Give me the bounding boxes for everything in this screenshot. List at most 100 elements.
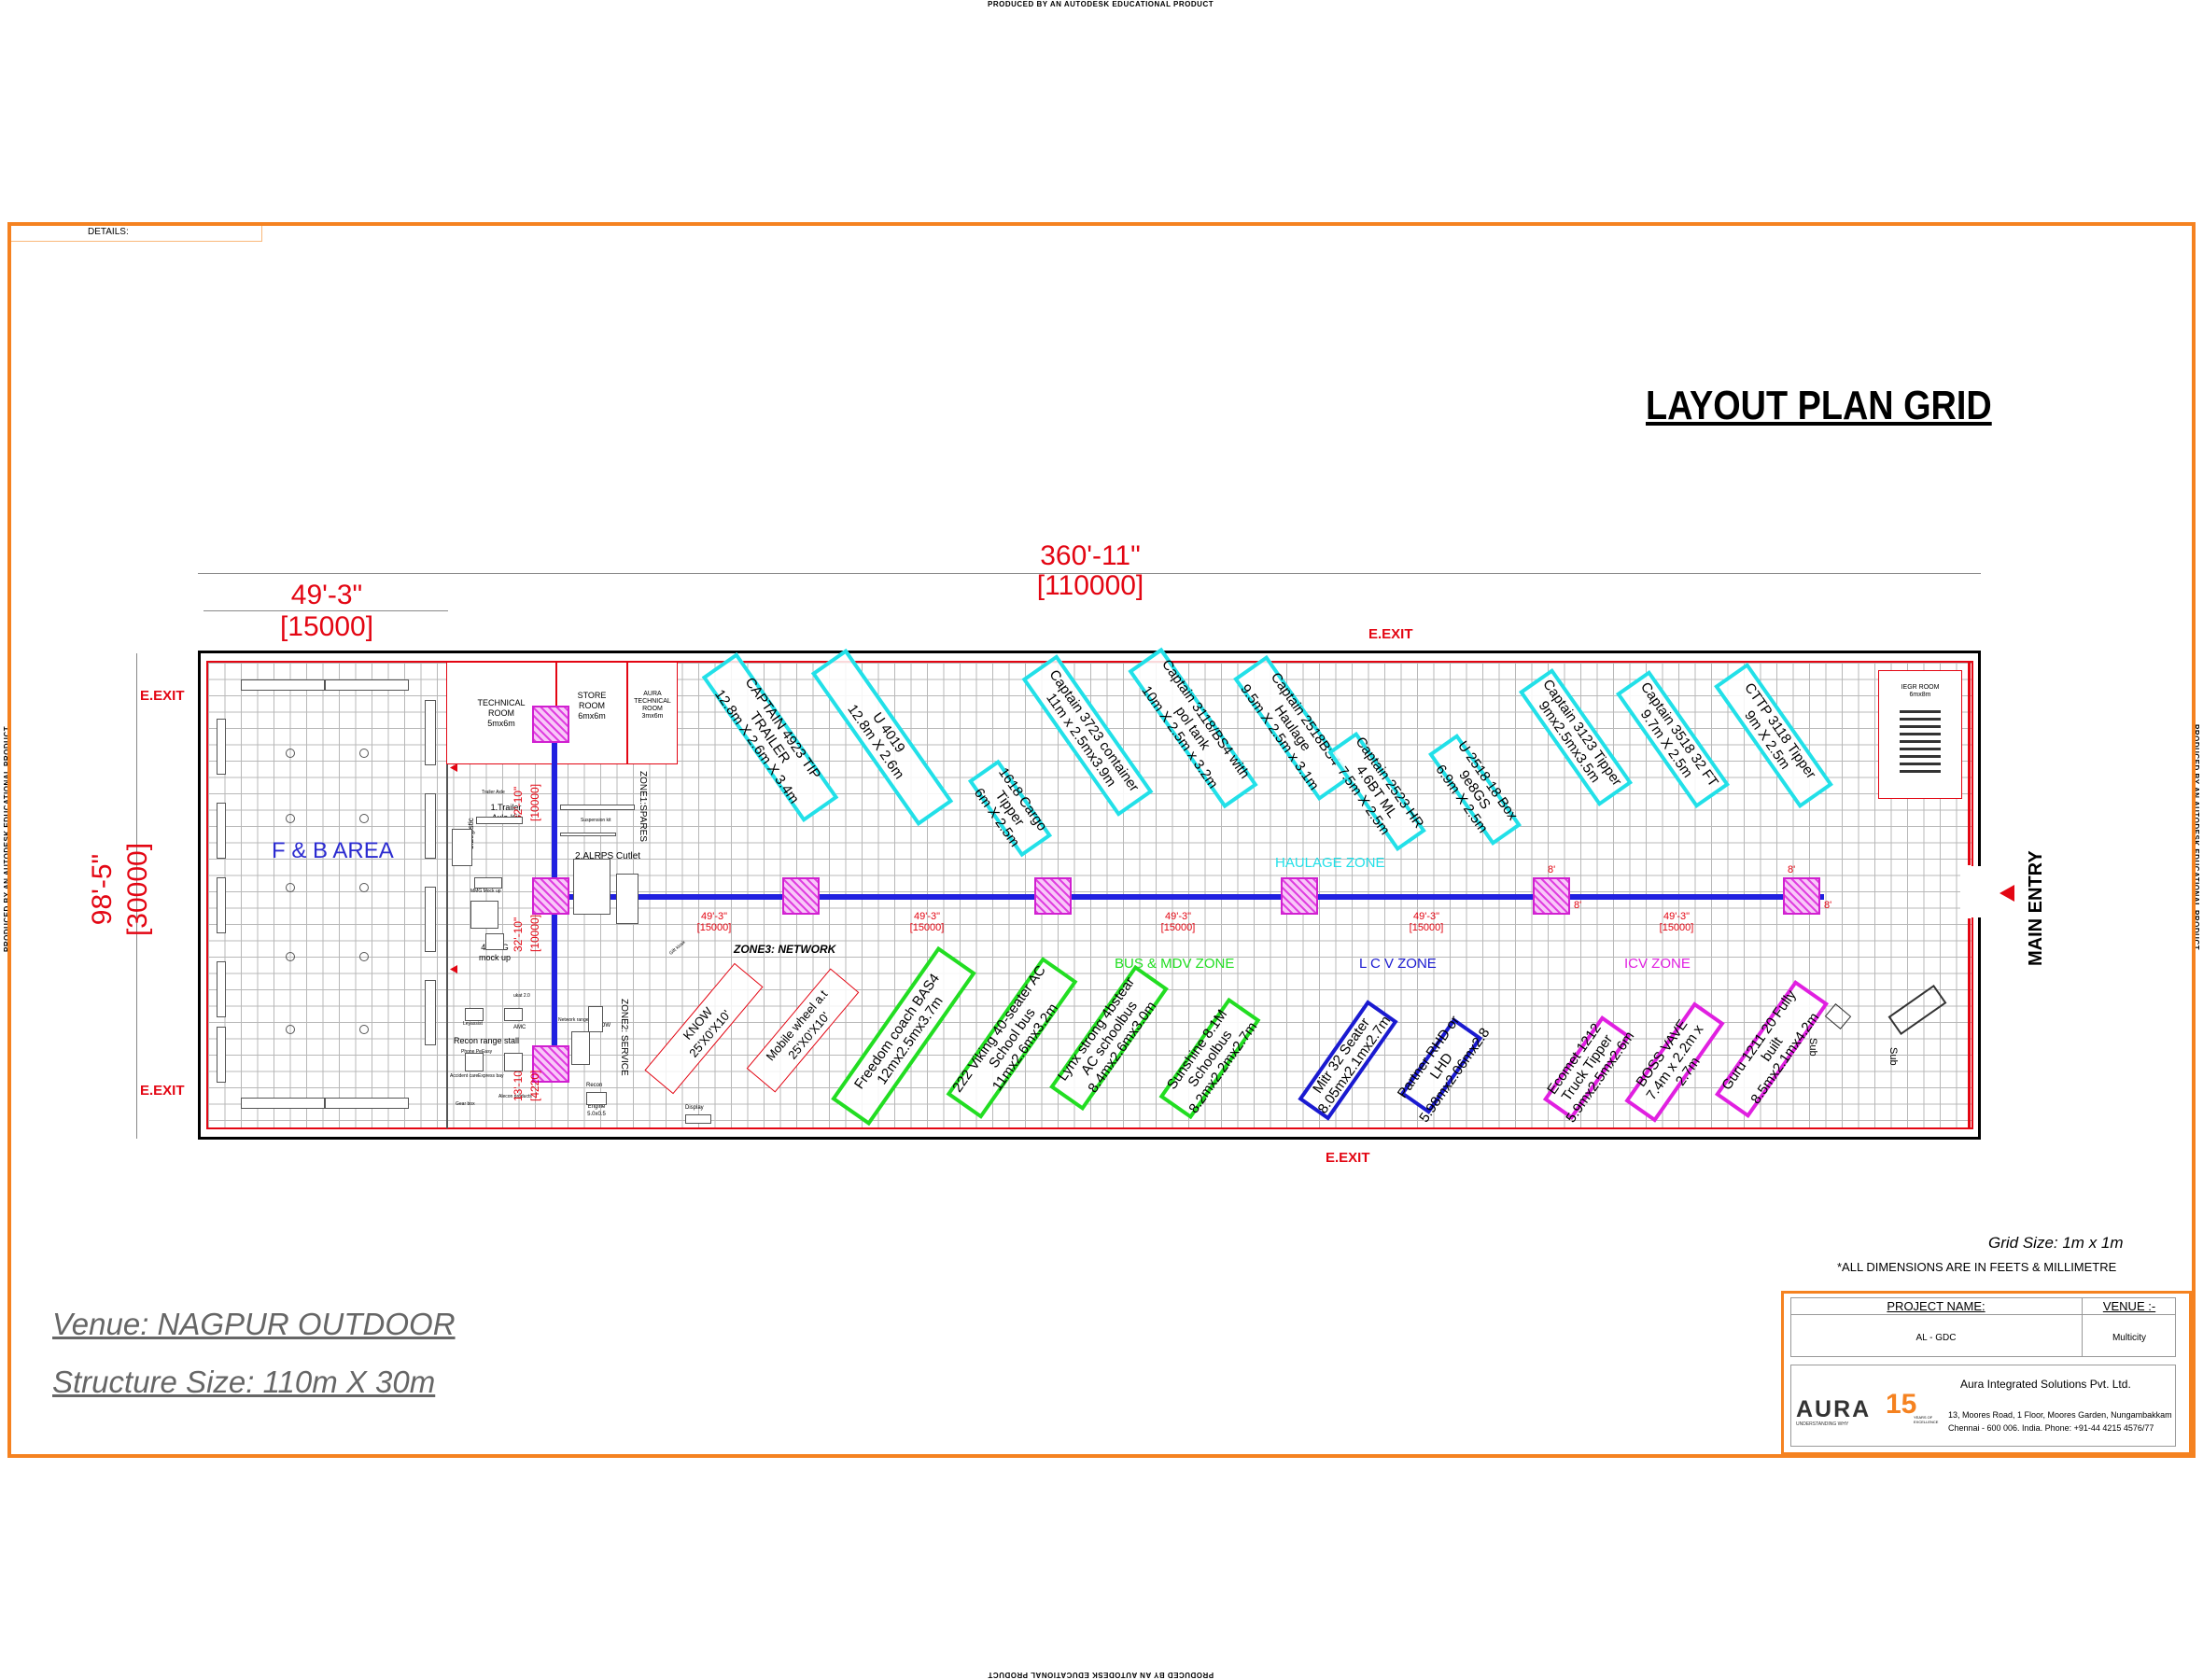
bus-mdv-zone-label: BUS & MDV ZONE: [1115, 956, 1235, 972]
fb-seat: [286, 749, 295, 758]
aura-room-l4: 3mx6m: [641, 713, 664, 720]
fb-table-row: [325, 1098, 409, 1109]
entry-wall-bottom: [1968, 918, 1971, 1129]
truss-small-dim: 8': [1574, 900, 1582, 911]
vertical-dim-label: 32'-10": [512, 917, 525, 952]
truss-segment-label: 49'-3"[15000]: [1389, 911, 1464, 933]
equipment-block: [476, 817, 523, 824]
title-block-divider: [2082, 1297, 2083, 1357]
ukat-label: ukat 2.0: [513, 993, 530, 999]
dimension-note: *ALL DIMENSIONS ARE IN FEETS & MILLIMETR…: [1837, 1260, 2117, 1274]
grid-size-note: Grid Size: 1m x 1m: [1988, 1234, 2124, 1252]
sub-label-2: Sub: [1887, 1047, 1899, 1066]
height-dim-ft: 98'-5": [87, 853, 118, 926]
lcv-zone-label: L C V ZONE: [1359, 956, 1437, 972]
equipment-block: [470, 901, 498, 929]
equipment-block: [504, 1008, 523, 1021]
recon-label: Recon range stall: [454, 1036, 520, 1045]
leyassist-label: Leyassist: [463, 1021, 483, 1027]
venue-label: VENUE :-: [2102, 1299, 2156, 1313]
fb-seat: [286, 814, 295, 823]
zone2-label: ZONE2: SERVICE: [619, 999, 629, 1076]
logo-15: 15: [1886, 1389, 1917, 1420]
truss-base: [1034, 877, 1072, 915]
truss-base: [1533, 877, 1570, 915]
overall-dimension-line: [198, 573, 1981, 574]
truss-segment-mm: [15000]: [909, 922, 945, 933]
equipment-block: [560, 805, 635, 810]
equipment-block: [465, 1008, 484, 1021]
suspension-label: Suspension kit: [581, 818, 611, 823]
mmg-small-label: MMG Mock up: [470, 889, 501, 894]
watermark-bottom: PRODUCED BY AN AUTODESK EDUCATIONAL PROD…: [988, 1671, 1214, 1679]
truss-segment-label: 49'-3"[15000]: [890, 911, 964, 933]
fb-area-label: F & B AREA: [272, 838, 394, 863]
store-room-l1: STORE: [577, 691, 607, 700]
fb-table-row: [241, 1098, 325, 1109]
fb-table-row: [241, 679, 325, 691]
trailer-kit-l1: 1.Trailer: [490, 803, 522, 812]
fb-seat: [286, 952, 295, 961]
zone3-label: ZONE3: NETWORK: [734, 943, 836, 956]
fb-side-table: [425, 793, 436, 859]
drawing-frame: [7, 222, 2196, 1458]
fb-dim-ft: 49'-3": [290, 580, 363, 610]
overall-dim-ft: 360'-11": [1040, 540, 1141, 571]
equipment-block: [685, 1114, 711, 1124]
aura-logo-tag: UNDERSTANDING WHY: [1796, 1421, 1849, 1427]
fb-side-table: [425, 700, 436, 765]
truss-segment-mm: [15000]: [1160, 922, 1196, 933]
watermark-top: PRODUCED BY AN AUTODESK EDUCATIONAL PROD…: [988, 0, 1214, 8]
fb-side-table: [217, 961, 226, 1017]
alecon-label: Alecon products: [498, 1094, 532, 1099]
aura-room-l1: AURA: [643, 691, 662, 697]
truss-base: [1783, 877, 1820, 915]
equipment-block: [485, 933, 504, 950]
sub-label-1: Sub: [1807, 1038, 1818, 1057]
equipment-block: [504, 1053, 523, 1071]
trailer-axle-small: Trailer Axle: [482, 790, 505, 795]
technical-room-l3: 5mx6m: [487, 719, 515, 728]
equipment-block: [573, 859, 610, 915]
entry-wall-top: [1968, 662, 1971, 865]
equipment-block: [452, 829, 472, 866]
truss-segment-mm: [15000]: [1659, 922, 1694, 933]
equipment-block: [560, 833, 616, 836]
truss-beam-horizontal: [545, 894, 1824, 900]
fb-side-table: [217, 1027, 226, 1083]
equipment-block: [571, 1031, 590, 1065]
store-room-l3: 6mx6m: [578, 711, 606, 721]
recon-small-label: Recon: [586, 1083, 603, 1088]
network-range-label: Network range: [558, 1017, 589, 1023]
truss-segment-mm: [15000]: [1409, 922, 1444, 933]
equipment-block: [588, 1006, 603, 1032]
phonepe-label: Phone PeEasy: [461, 1049, 493, 1055]
structure-size-text: Structure Size: 110m X 30m: [52, 1365, 436, 1399]
exit-left-top: E.EXIT: [140, 688, 185, 704]
iegr-seating: [1900, 710, 1941, 776]
iegr-room-l1: IEGR ROOM: [1901, 684, 1940, 691]
title-block-row-line: [1790, 1314, 2176, 1315]
logo-years: YEARS OF EXCELLENCE: [1914, 1415, 1939, 1424]
truss-base: [532, 877, 569, 915]
icv-zone-label: ICV ZONE: [1624, 956, 1691, 972]
mmg-l2: mock up: [478, 953, 511, 962]
fb-seat: [359, 1025, 369, 1034]
exit-arrow-icon: [450, 965, 457, 973]
iegr-room: IEGR ROOM 6mx8m: [1878, 670, 1962, 799]
height-dim-mm: [30000]: [122, 842, 153, 937]
details-tag: DETAILS:: [11, 226, 262, 242]
wow-label: WOW: [596, 1023, 610, 1029]
iegr-room-l2: 6mx8m: [1909, 692, 1931, 698]
company-name: Aura Integrated Solutions Pvt. Ltd.: [1960, 1378, 2131, 1391]
technical-room-l1: TECHNICAL: [477, 698, 526, 707]
project-name-label: PROJECT NAME:: [1887, 1299, 1986, 1313]
details-label: DETAILS:: [88, 227, 129, 237]
main-entry-arrow-icon: [2000, 885, 2014, 902]
venue-value: Multicity: [2112, 1333, 2147, 1343]
company-address-2: Chennai - 600 006. India. Phone: +91-44 …: [1948, 1423, 2154, 1433]
fb-seat: [286, 1025, 295, 1034]
vertical-dim-label: [10000]: [528, 783, 541, 821]
vertical-dim-label: 13'-10": [512, 1066, 525, 1101]
aura-logo: AURA: [1796, 1396, 1872, 1422]
